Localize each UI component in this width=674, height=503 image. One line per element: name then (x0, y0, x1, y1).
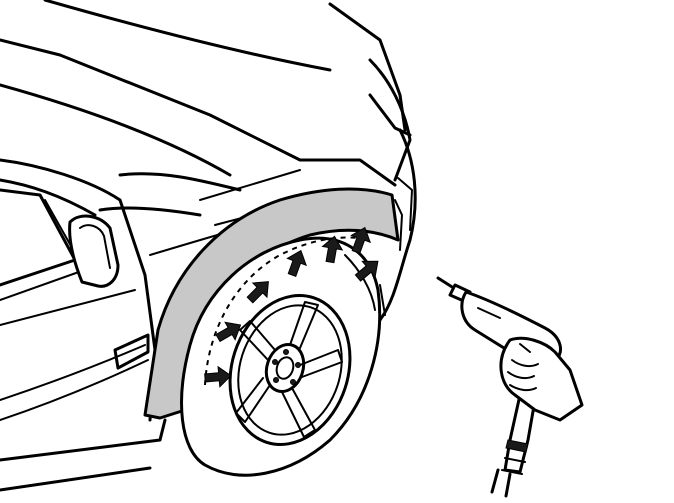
wheel-icon (180, 236, 386, 477)
pull-arrows (204, 226, 379, 388)
hand-icon (499, 336, 584, 422)
vehicle-body (0, 0, 417, 492)
pull-direction-arrow-icon (321, 235, 344, 264)
pull-direction-arrow-icon (246, 281, 269, 304)
pull-direction-arrow-icon (204, 365, 232, 388)
door-mirror-icon (68, 214, 120, 288)
pull-direction-arrow-icon (286, 249, 308, 278)
rear-door (0, 158, 157, 422)
pull-direction-arrow-icon (350, 226, 372, 255)
pull-direction-arrow-icon (354, 260, 379, 282)
pull-direction-arrow-icon (215, 321, 242, 343)
